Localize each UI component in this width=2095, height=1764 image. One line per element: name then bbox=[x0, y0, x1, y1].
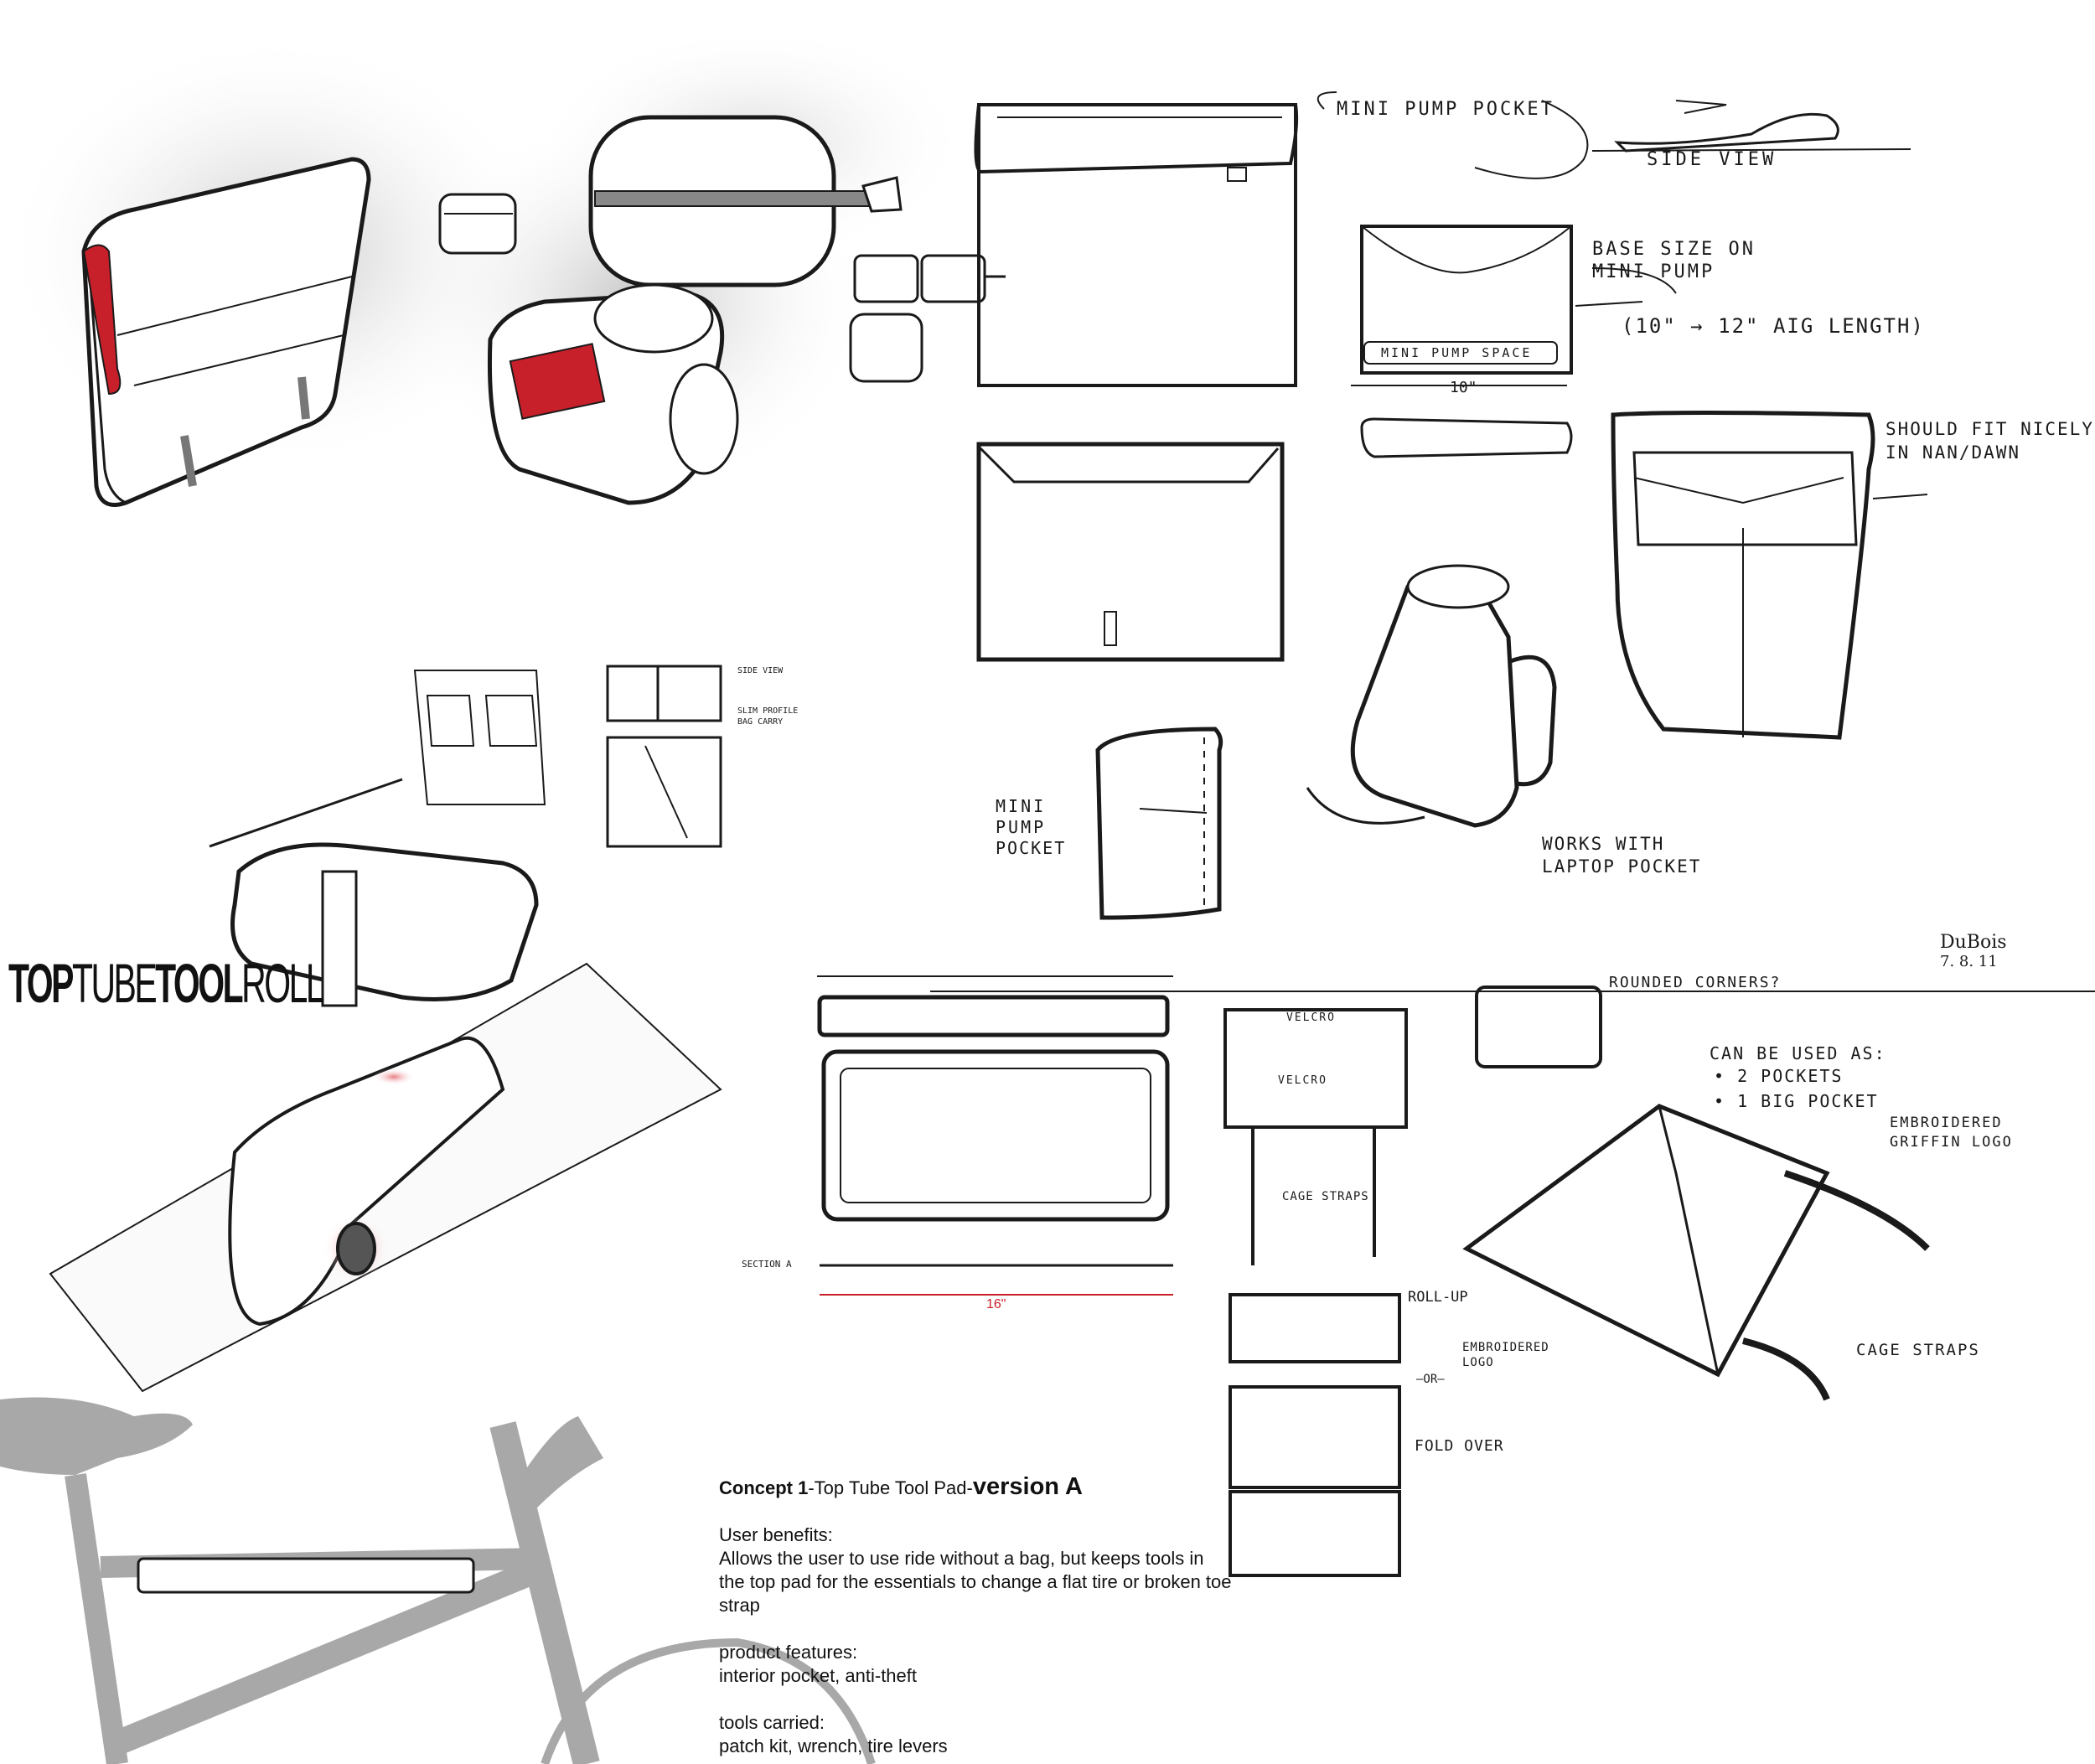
backpack-sketch bbox=[1306, 564, 1557, 828]
annotation-works-with-2: LAPTOP POCKET bbox=[1542, 856, 1702, 877]
annotation-lower-mini: MINI bbox=[996, 796, 1047, 816]
annotation-or: —OR— bbox=[1416, 1373, 1445, 1386]
pannier-sketch bbox=[1611, 411, 1928, 740]
annotation-roll-up: ROLL-UP bbox=[1408, 1289, 1468, 1306]
benefits-heading: User benefits: bbox=[719, 1524, 833, 1545]
annotation-griffin-1: EMBROIDERED bbox=[1890, 1115, 2003, 1131]
base-size-pocket bbox=[1351, 225, 1677, 458]
flat-pouch-sketch bbox=[606, 665, 722, 848]
concept-title-bold: Concept 1 bbox=[719, 1477, 809, 1498]
annotation-side-view: SIDE VIEW bbox=[1647, 149, 1777, 170]
signature-name: DuBois bbox=[1940, 932, 2007, 953]
messenger-bag-render bbox=[81, 157, 371, 507]
annotation-rounded-corners: ROUNDED CORNERS? bbox=[1609, 974, 1782, 991]
annotation-side-view-small: SIDE VIEW bbox=[737, 666, 784, 675]
annotation-base-size-2: MINI PUMP bbox=[1592, 261, 1715, 282]
velcro-sketch bbox=[1223, 1008, 1408, 1265]
annotation-section-a: SECTION A bbox=[742, 1259, 792, 1270]
benefits-line-3: strap bbox=[719, 1595, 760, 1616]
small-pouch-render bbox=[438, 193, 517, 255]
annotation-can-be-used: CAN BE USED AS: bbox=[1710, 1043, 1886, 1063]
envelope-pocket-sketch bbox=[976, 442, 1285, 662]
tools-heading: tools carried: bbox=[719, 1712, 825, 1733]
brand-tube: TUBE bbox=[71, 952, 158, 1014]
brand-wordmark: TOPTUBETOOLROLL bbox=[8, 951, 325, 1015]
annotation-length-range: (10" → 12" AIG LENGTH) bbox=[1622, 314, 1925, 338]
oval-pouch-render bbox=[588, 115, 903, 287]
side-view-sketch bbox=[1316, 91, 1911, 179]
annotation-slim-profile-1: SLIM PROFILE bbox=[737, 706, 799, 716]
annotation-cage-straps-small: CAGE STRAPS bbox=[1282, 1190, 1369, 1203]
tools-text: patch kit, wrench, tire levers bbox=[719, 1736, 948, 1756]
pad-isometric-sketch bbox=[1462, 1104, 1930, 1401]
tall-pocket-sketch bbox=[1095, 727, 1223, 920]
annotation-works-with-1: WORKS WITH bbox=[1542, 834, 1665, 854]
annotation-lower-pump: PUMP bbox=[996, 817, 1047, 837]
brand-tool: TOOL bbox=[155, 952, 243, 1014]
annotation-embroidered-logo-2: LOGO bbox=[1462, 1356, 1494, 1369]
roll-up-sketch bbox=[1229, 1293, 1401, 1577]
annotation-should-fit-2: IN NAN/DAWN bbox=[1886, 442, 2021, 463]
brand-top: TOP bbox=[8, 952, 74, 1014]
mini-pump-pocket-flat bbox=[974, 103, 1299, 387]
features-heading: product features: bbox=[719, 1642, 858, 1663]
annotation-mini-pump-space: MINI PUMP SPACE bbox=[1381, 345, 1533, 360]
annotation-ten-inch: 10" bbox=[1450, 379, 1477, 396]
annotation-lower-pocket: POCKET bbox=[996, 838, 1067, 858]
annotation-cage-straps-large: CAGE STRAPS bbox=[1856, 1341, 1980, 1359]
annotation-one-big-pocket: • 1 BIG POCKET bbox=[1714, 1091, 1879, 1111]
rounded-corners-sketch bbox=[1475, 985, 1602, 1068]
annotation-velcro-2: VELCRO bbox=[1278, 1074, 1327, 1087]
annotation-two-pockets: • 2 POCKETS bbox=[1714, 1066, 1844, 1086]
benefits-line-1: Allows the user to use ride without a ba… bbox=[719, 1548, 1204, 1569]
features-text: interior pocket, anti-theft bbox=[719, 1665, 918, 1686]
annotation-slim-profile-2: BAG CARRY bbox=[737, 717, 784, 727]
concept-title-mid: -Top Tube Tool Pad- bbox=[808, 1477, 973, 1498]
annotation-griffin-2: GRIFFIN LOGO bbox=[1890, 1134, 2013, 1151]
benefits-line-2: the top pad for the essentials to change… bbox=[719, 1571, 1232, 1592]
annotation-should-fit-1: SHOULD FIT NICELY bbox=[1886, 419, 2094, 439]
annotation-velcro-1: VELCRO bbox=[1286, 1011, 1336, 1024]
tool-pad-front-view bbox=[817, 975, 1173, 1296]
tool-pouch-render bbox=[487, 283, 739, 505]
concept-description: Concept 1-Top Tube Tool Pad-version A Us… bbox=[719, 1475, 1232, 1758]
annotation-fold-over: FOLD OVER bbox=[1415, 1437, 1504, 1455]
brand-roll: ROLL bbox=[241, 952, 324, 1014]
concept-title: Concept 1-Top Tube Tool Pad-version A bbox=[719, 1475, 1232, 1500]
concept-title-version: version A bbox=[972, 1473, 1083, 1500]
jeans-sketch bbox=[413, 670, 546, 805]
annotation-mini-pump-pocket: MINI PUMP POCKET bbox=[1337, 99, 1554, 120]
annotation-embroidered-logo-1: EMBROIDERED bbox=[1462, 1341, 1549, 1354]
tool-roll-sketch bbox=[209, 778, 539, 1007]
pouch-cluster-render bbox=[849, 254, 1006, 383]
annotation-sixteen-inch: 16" bbox=[986, 1297, 1006, 1311]
bike-silhouette bbox=[0, 1397, 876, 1764]
signature-date: 7. 8. 11 bbox=[1940, 953, 1998, 970]
top-tube-render bbox=[49, 962, 722, 1393]
annotation-base-size-1: BASE SIZE ON bbox=[1592, 239, 1756, 260]
